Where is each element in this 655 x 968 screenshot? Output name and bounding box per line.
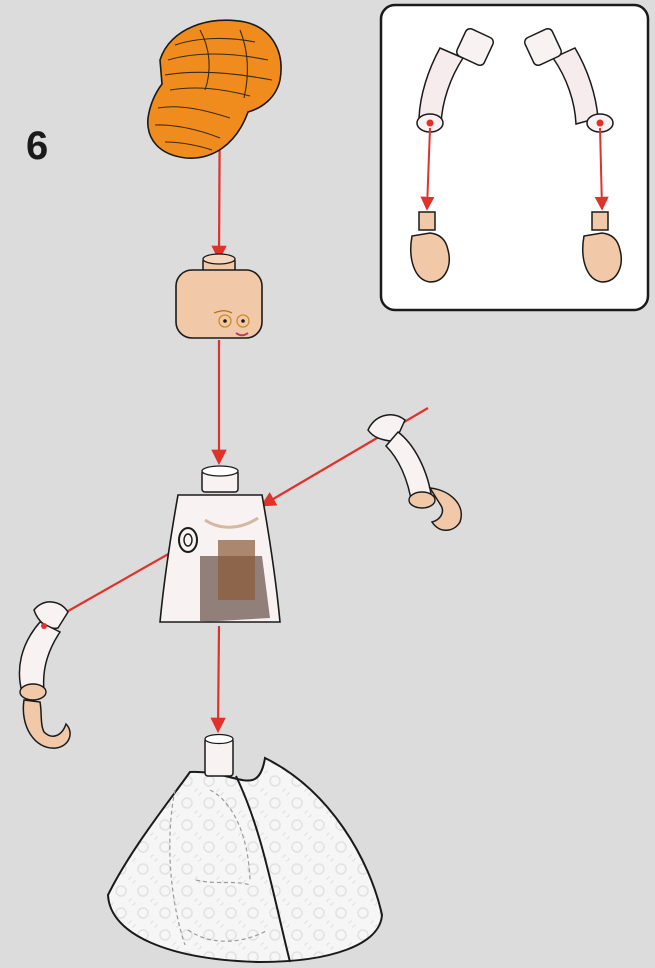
minifig-head xyxy=(176,254,262,338)
subassembly-panel xyxy=(381,5,648,310)
assembly-arrows xyxy=(40,70,428,730)
lace-skirt-slope xyxy=(108,735,382,963)
hair-piece xyxy=(148,20,281,158)
minifig-torso xyxy=(160,466,280,622)
minifig-arm-left xyxy=(19,602,70,748)
minifig-arm-right xyxy=(368,415,461,530)
